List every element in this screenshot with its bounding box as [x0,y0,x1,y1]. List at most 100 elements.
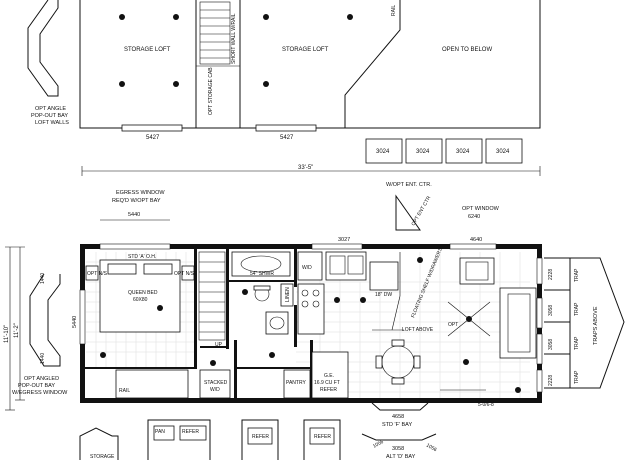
side-2228-bottom: 2228 [548,375,554,386]
cooktop [297,283,325,335]
option-details: STORAGE PAN REFER REFER REFER 1056 3058 … [79,419,438,460]
pantry-label: PANTRY [286,380,306,386]
floating-shelf-label: FLOATING SHELF W/DRAWERS [410,246,444,318]
refrigerator [311,351,349,399]
linen-cabinet [280,283,294,307]
sofa [499,287,537,359]
dormer-window-3: 3024 [456,149,470,155]
window-4640: 4640 [470,237,482,243]
width-outer-dim: 11'-10" [4,325,10,343]
loft-above-label: LOFT ABOVE [402,327,434,333]
queen-bed-label: QUEEN BED [128,290,158,296]
dining-table [375,339,421,385]
loft-angle-bay-outline [27,0,59,97]
interior-walls [85,249,314,402]
refer-label-3: REFER [320,387,337,393]
loft-rail-label: RAIL [391,5,397,16]
opt-ent-ctr-label: OPT ENT CTR [411,195,433,227]
opt-storage-label: OPT STORAGE CAB [208,67,214,115]
loft-wall-label-1: OPT ANGLE [35,106,66,112]
dishwasher [369,261,399,291]
stacked-wd-label-2: W/D [210,387,220,393]
window-3027: 3027 [338,237,350,243]
window-5440-side: 5440 [72,316,78,328]
nightstand-right [181,265,195,281]
washer-dryer [297,251,323,281]
dormer-windows: 3024 3024 3024 3024 [365,138,523,164]
window-4658: 4658 [392,414,404,420]
loft-window-left [121,124,183,132]
egress-window-label-2: REQ'D W/OPT BAY [112,198,161,204]
alt-d-bay-outline [361,433,437,441]
stacked-wd-label-1: STACKED [204,380,228,386]
fan-label: OPT [448,322,458,328]
loft-wall-label-3: LOFT WALLS [35,120,69,126]
bath-sink [265,311,289,335]
angled-bay-label-3: W/EGRESS WINDOW [12,390,68,396]
opt-window-label: OPT WINDOW [462,206,500,212]
window-3058-bottom: 3058 [548,339,554,350]
angled-bay-dim-b: 1440 [40,353,46,364]
trap-label-4: TRAP [574,370,580,384]
pan-label: PAN [155,429,165,435]
loft-light-fixtures [119,14,353,87]
loft-window-right-dim: 5427 [280,135,294,141]
bay-1056-left: 1056 [372,439,385,450]
angled-bay-dim-a: 1440 [40,273,46,284]
ent-ctr-label: W/OPT ENT. CTR. [386,182,432,188]
dormer-window-2: 3024 [416,149,430,155]
dormer-window-4: 3024 [496,149,510,155]
dormer-window-1: 3024 [376,149,390,155]
egress-window-label-1: EGRESS WINDOW [116,190,165,196]
window-5440-top: 5440 [128,212,140,218]
storage-label: STORAGE [90,454,115,460]
shower-label: 54" SHWR [250,271,274,277]
storage-loft-left-label: STORAGE LOFT [124,47,171,53]
std-oh-label: STD 'A' O.H. [128,254,156,260]
loft-wall-label-2: POP-OUT BAY [31,113,68,119]
wd-label: W/D [302,265,312,271]
opt-ent-center [395,194,421,231]
refer-b-label: REFER [252,434,269,440]
opt-ns-left-label: OPT N/S [87,271,108,277]
overall-length-dim: 33'-5" [298,165,313,171]
opt-ns-right-label: OPT N/S [174,271,195,277]
main-stair: UP [198,251,226,348]
bedroom: STD 'A' O.H. OPT N/S OPT N/S QUEEN BED 6… [85,254,195,399]
kitchen-sink [325,251,367,281]
refer-a-label: REFER [182,429,199,435]
linen-label: LINEN [285,287,291,302]
loft-stair [196,1,240,67]
storage-loft-right-label: STORAGE LOFT [282,47,329,53]
side-2228-top: 2228 [548,269,554,280]
main-floor-plan: 33'-5" 11'-10" 11'-2" [4,165,625,428]
short-wall-label: SHORT WALL W/RAIL [231,13,237,64]
trap-label-2: TRAP [574,302,580,316]
alt-d-bay-label: ALT 'D' BAY [386,454,416,460]
loft-plan: STORAGE LOFT STORAGE LOFT OPEN TO BELOW … [27,0,541,164]
std-f-bay-label: STD 'F' BAY [382,422,412,428]
width-inner-dim: 11'-2" [14,323,20,338]
loft-window-left-dim: 5427 [146,135,160,141]
chair [459,257,495,285]
pantry [283,369,311,399]
nightstand-left [85,265,99,281]
refer-label-2: 16.9 CU FT [314,380,340,386]
refer-c-label: REFER [314,434,331,440]
bathroom: 54" SHWR LINEN [231,251,294,358]
window-6240: 6240 [468,214,480,220]
dw-label: 18" DW [375,292,392,298]
std-f-bay-outline [371,402,429,411]
trap-label-1: TRAP [574,268,580,282]
bay-1056-right: 1056 [425,443,438,454]
loft-rail-line [344,0,401,128]
refer-label-1: G.E. [324,373,334,379]
angled-bay-label-2: POP-OUT BAY [18,383,55,389]
queen-bed-size: 60X80 [133,297,148,303]
exterior-walls [79,243,543,403]
open-to-below-label: OPEN TO BELOW [442,47,492,53]
angled-bay-label-1: OPT ANGLED [24,376,59,382]
window-3058-top: 3058 [548,305,554,316]
bay-3058: 3058 [392,446,404,452]
